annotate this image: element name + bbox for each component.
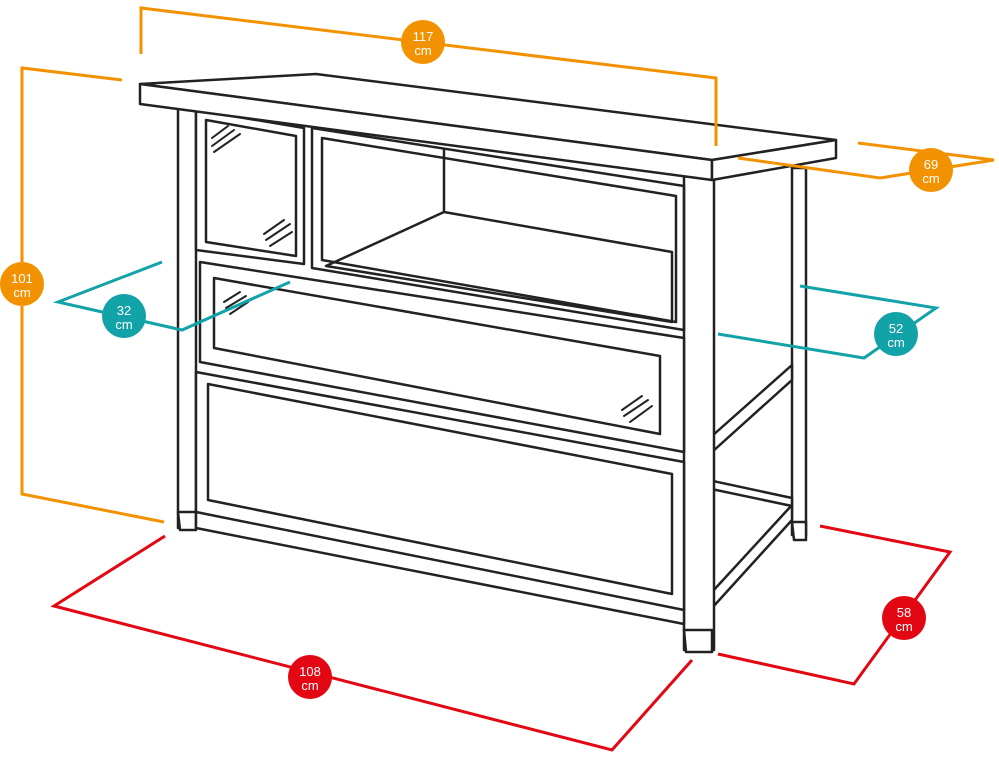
back-right-leg-foot xyxy=(790,520,808,542)
badge-height: 101 cm xyxy=(0,262,44,306)
badge-base-width: 108 cm xyxy=(288,655,332,699)
badge-top-width-unit: cm xyxy=(414,43,431,58)
left-door-glass xyxy=(204,118,298,258)
dimension-line-height xyxy=(20,66,165,524)
badge-top-depth-unit: cm xyxy=(922,171,939,186)
drawer-glass xyxy=(212,276,662,436)
badge-height-unit: cm xyxy=(13,285,30,300)
glass-reflection-marks xyxy=(211,125,653,423)
badge-base-depth-value: 58 xyxy=(897,605,911,620)
badge-base-depth-unit: cm xyxy=(895,619,912,634)
right-side-bottom-rail xyxy=(710,503,794,610)
cabinet-drawing xyxy=(138,72,838,654)
badge-inner-depth-unit: cm xyxy=(887,335,904,350)
badge-inner-height-unit: cm xyxy=(115,317,132,332)
right-side-mid-rail xyxy=(710,363,794,454)
badge-height-value: 101 xyxy=(11,271,33,286)
badge-top-width-value: 117 xyxy=(413,29,434,44)
front-left-leg xyxy=(176,102,198,530)
table-top-side-edge xyxy=(710,138,838,182)
open-compartment-inner xyxy=(320,136,678,324)
dimension-line-base-width xyxy=(50,534,694,752)
inner-shelf xyxy=(324,210,674,324)
badge-inner-height-value: 32 xyxy=(117,303,131,318)
front-left-foot xyxy=(176,510,198,532)
badge-inner-depth-value: 52 xyxy=(889,321,903,336)
badge-base-depth: 58 cm xyxy=(882,596,926,640)
front-right-foot xyxy=(682,628,714,654)
badge-top-depth: 69 cm xyxy=(909,148,953,192)
open-compartment-frame xyxy=(310,126,686,332)
badge-base-width-value: 108 xyxy=(299,664,321,679)
front-lower-opening xyxy=(206,382,674,596)
back-right-leg xyxy=(790,166,808,537)
badge-base-width-unit: cm xyxy=(301,678,318,693)
front-right-leg xyxy=(682,174,716,652)
badge-top-width: 117 cm xyxy=(401,20,445,64)
badge-inner-depth: 52 cm xyxy=(874,312,918,356)
badge-top-depth-value: 69 xyxy=(924,157,938,172)
badge-inner-height: 32 cm xyxy=(102,294,146,338)
